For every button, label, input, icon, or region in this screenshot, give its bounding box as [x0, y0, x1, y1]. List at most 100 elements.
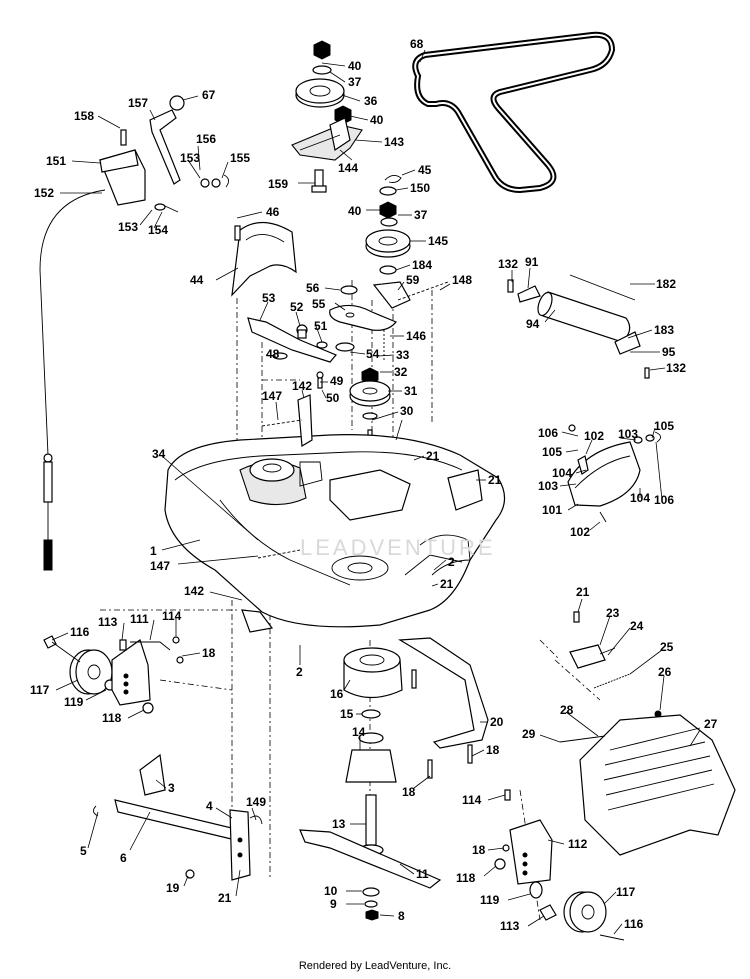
callout-label: 156 [196, 132, 216, 146]
callout-label: 27 [704, 717, 718, 731]
callout-label: 54 [366, 347, 380, 361]
callout-label: 55 [312, 297, 326, 311]
callout-label: 18 [486, 743, 500, 757]
callout-label: 18 [202, 646, 216, 660]
callout-label: 153 [180, 151, 200, 165]
callout-label: 19 [166, 881, 180, 895]
callout-label: 118 [456, 871, 476, 885]
callout-label: 155 [230, 151, 250, 165]
callout-label: 6 [120, 851, 127, 865]
callout-label: 152 [34, 186, 54, 200]
bracket-142 [241, 394, 313, 633]
callout-label: 104 [630, 491, 650, 505]
callout-label: 16 [330, 687, 344, 701]
callout-label: 132 [498, 257, 518, 271]
callout-label: 119 [64, 695, 84, 709]
callout-label: 112 [568, 837, 588, 851]
idler-arm [329, 285, 397, 352]
callout-label: 36 [364, 94, 378, 108]
callout-label: 56 [306, 281, 320, 295]
callout-label: 144 [338, 161, 358, 175]
leader-lines [51, 49, 701, 935]
callout-label: 153 [118, 220, 138, 234]
callout-label: 147 [262, 389, 282, 403]
callout-label: 118 [102, 711, 122, 725]
callout-label: 142 [292, 379, 312, 393]
callout-label: 34 [152, 447, 166, 461]
callout-label: 21 [218, 891, 232, 905]
callout-label: 103 [618, 427, 638, 441]
mower-blade [299, 829, 442, 921]
callout-label: 49 [330, 374, 344, 388]
callout-label: 104 [552, 466, 572, 480]
callout-label: 30 [400, 404, 414, 418]
callout-label: 37 [414, 208, 428, 222]
height-adjust-linkage [93, 753, 263, 881]
spring-clip-45 [379, 175, 402, 227]
callout-label: 18 [472, 843, 486, 857]
callout-label: 31 [404, 384, 418, 398]
callout-label: 18 [402, 785, 416, 799]
callout-label: 40 [348, 204, 362, 218]
callout-label: 4 [206, 799, 213, 813]
callout-label: 116 [70, 625, 90, 639]
callout-label: 1 [150, 544, 157, 558]
callout-label: 148 [452, 273, 472, 287]
callout-label: 183 [654, 323, 674, 337]
callout-label: 59 [406, 273, 420, 287]
callout-label: 114 [462, 793, 482, 807]
watermark-text: LEADVENTURE [300, 535, 496, 560]
belt-guard-bracket [398, 637, 489, 779]
callout-label: 95 [662, 345, 676, 359]
callout-label: 51 [314, 319, 328, 333]
callout-label: 53 [262, 291, 276, 305]
discharge-deflector [567, 424, 661, 523]
callout-label: 102 [584, 429, 604, 443]
callout-label: 14 [352, 725, 366, 739]
callout-label: 142 [184, 584, 204, 598]
lift-bracket [99, 129, 146, 206]
gauge-wheel-left [43, 635, 184, 714]
callout-label: 50 [326, 391, 340, 405]
idler-pulley-top [295, 40, 352, 125]
callout-label: 11 [416, 867, 429, 881]
callout-label: 40 [370, 113, 384, 127]
callout-label: 103 [538, 479, 558, 493]
callout-label: 154 [148, 223, 168, 237]
callout-label: 150 [410, 181, 430, 195]
callout-label: 158 [74, 109, 94, 123]
drive-belt [412, 31, 616, 194]
callout-label: 28 [560, 703, 574, 717]
callout-label: 157 [128, 96, 148, 110]
callout-label: 106 [538, 426, 558, 440]
idler-bracket [291, 117, 363, 161]
tension-arm [247, 317, 337, 363]
callout-label: 40 [348, 59, 362, 73]
callout-label: 24 [630, 619, 644, 633]
callout-label: 46 [266, 205, 280, 219]
callout-label: 10 [324, 884, 338, 898]
callout-label: 15 [340, 707, 354, 721]
callout-label: 132 [666, 361, 686, 375]
callout-label: 21 [576, 585, 590, 599]
callout-label: 184 [412, 258, 432, 272]
pulley-145 [365, 229, 411, 275]
callout-label: 143 [384, 135, 404, 149]
deck-lift-cable [39, 189, 106, 571]
callout-label: 33 [396, 348, 410, 362]
callout-label: 5 [80, 844, 87, 858]
callout-label: 32 [394, 365, 408, 379]
callout-label: 159 [268, 177, 288, 191]
callout-label: 146 [406, 329, 426, 343]
callout-label: 111 [130, 612, 149, 626]
callout-label: 151 [46, 154, 66, 168]
chute-spring-assembly [569, 611, 662, 718]
callout-label: 29 [522, 727, 536, 741]
callout-label: 105 [654, 419, 674, 433]
blade-spindle [343, 647, 403, 856]
callout-label: 147 [150, 559, 170, 573]
pulley-32 [349, 367, 391, 420]
callout-label: 114 [162, 609, 182, 623]
callout-label: 25 [660, 640, 674, 654]
callout-label: 105 [542, 445, 562, 459]
